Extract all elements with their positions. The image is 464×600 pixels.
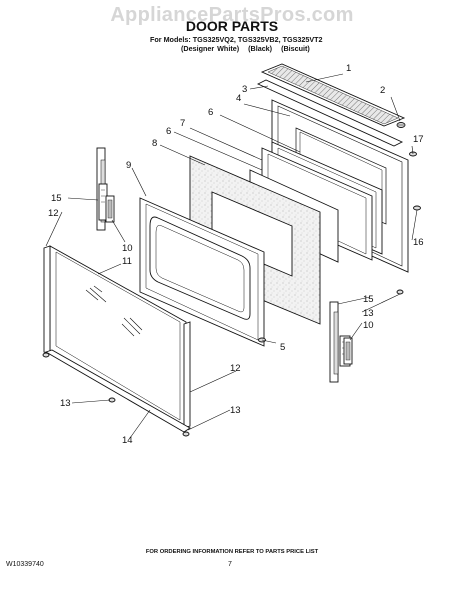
leader-lines <box>45 73 418 439</box>
callout-17: 17 <box>413 134 424 145</box>
callout-16: 16 <box>413 237 424 248</box>
callout-13-right-hinge: 13 <box>363 308 374 319</box>
callout-10-left: 10 <box>122 243 133 254</box>
part-12-side-trim-left <box>43 245 51 355</box>
part-14-bottom-trim <box>44 349 191 433</box>
part-13-screw-left <box>42 352 50 358</box>
callout-13-left: 13 <box>60 398 71 409</box>
finishes-line: (Designer White) (Black) (Biscuit) <box>181 44 316 53</box>
ordering-note: FOR ORDERING INFORMATION REFER TO PARTS … <box>145 549 319 555</box>
callout-7: 7 <box>180 118 185 129</box>
part-2-screw <box>396 122 406 128</box>
callout-14: 14 <box>122 435 133 446</box>
callout-9: 9 <box>126 160 131 171</box>
finish-black: (Black) <box>248 44 273 53</box>
part-13-screw-right <box>182 431 190 437</box>
callout-8: 8 <box>152 138 157 149</box>
callout-10-right: 10 <box>363 320 374 331</box>
callout-6-lower: 6 <box>166 126 171 137</box>
callout-5: 5 <box>280 342 285 353</box>
part-1-vent-trim <box>260 63 406 127</box>
callout-15-right: 15 <box>363 294 374 305</box>
page-number: 7 <box>228 561 232 568</box>
callout-11: 11 <box>122 256 132 267</box>
part-3-door-top-frame <box>256 79 404 147</box>
part-15-hinge-left <box>96 147 108 231</box>
watermark-text: AppliancePartsPros.com <box>110 4 354 26</box>
models-line: For Models: TGS325VQ2, TGS325VB2, TGS325… <box>150 35 323 44</box>
finish-designer-white: (Designer White) <box>181 44 240 53</box>
callout-15-left: 15 <box>51 193 62 204</box>
callout-13-bottom-right: 13 <box>230 405 241 416</box>
part-10-hinge-bracket-right <box>343 337 353 365</box>
callout-2: 2 <box>380 85 385 96</box>
document-number: W10339740 <box>6 561 44 568</box>
finish-biscuit: (Biscuit) <box>281 44 310 53</box>
callout-4: 4 <box>236 93 241 104</box>
part-10-hinge-bracket-left <box>105 195 115 223</box>
callout-6-upper: 6 <box>208 107 213 118</box>
part-9-inner-door-liner <box>139 197 265 347</box>
page-title: DOOR PARTS <box>185 18 279 34</box>
callout-1: 1 <box>346 63 351 74</box>
callout-12-right: 12 <box>230 363 241 374</box>
part-16-screw <box>413 205 421 211</box>
part-12-side-trim-right <box>183 321 191 429</box>
part-13-screw-right-hinge <box>396 289 404 295</box>
callout-numbers: 1 2 3 4 6 7 6 8 9 15 12 10 11 17 16 15 1… <box>48 63 424 446</box>
callout-12-left: 12 <box>48 208 59 219</box>
callout-3: 3 <box>242 84 247 95</box>
